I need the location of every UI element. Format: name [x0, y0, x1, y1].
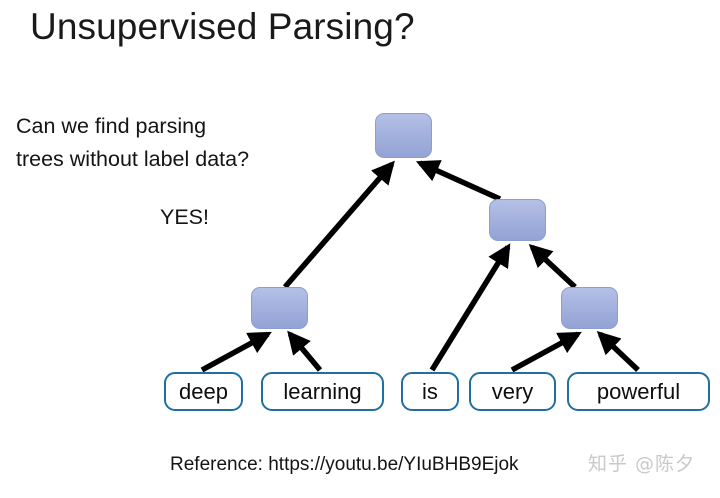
- edge-deep-to-npl: [200, 331, 272, 373]
- leaf-very[interactable]: very: [469, 372, 556, 411]
- page-title: Unsupervised Parsing?: [30, 6, 415, 47]
- leaf-powerful-label: powerful: [596, 378, 681, 404]
- tree-node-vp[interactable]: [489, 199, 546, 241]
- question-line-1: Can we find parsing: [16, 114, 207, 138]
- question-text: Can we find parsing trees without label …: [16, 110, 249, 176]
- answer-text: YES!: [160, 205, 209, 229]
- leaf-powerful[interactable]: powerful: [567, 372, 710, 411]
- question-line-2: trees without label data?: [16, 147, 250, 171]
- leaf-is[interactable]: is: [401, 372, 459, 411]
- tree-node-np-left[interactable]: [251, 287, 308, 329]
- tree-node-np-right[interactable]: [561, 287, 618, 329]
- leaf-deep-label: deep: [179, 378, 228, 404]
- edge-learning-to-npl: [287, 330, 323, 372]
- tree-node-root[interactable]: [375, 113, 432, 158]
- edge-is-to-vp: [429, 243, 511, 372]
- leaf-very-label: very: [491, 378, 534, 404]
- reference-link[interactable]: Reference: https://youtu.be/YIuBHB9Ejok: [170, 454, 519, 475]
- leaf-learning-label: learning: [283, 378, 362, 404]
- edge-npr-to-vp: [528, 244, 577, 290]
- watermark-label: 知乎 @陈夕: [588, 453, 696, 475]
- edge-powerful-to-npr: [596, 330, 640, 372]
- edge-np-left-to-root: [282, 160, 395, 289]
- leaf-learning[interactable]: learning: [261, 372, 384, 411]
- edge-vp-to-root: [415, 160, 502, 202]
- leaf-is-label: is: [422, 378, 438, 404]
- leaf-deep[interactable]: deep: [164, 372, 243, 411]
- edge-very-to-npr: [510, 331, 582, 373]
